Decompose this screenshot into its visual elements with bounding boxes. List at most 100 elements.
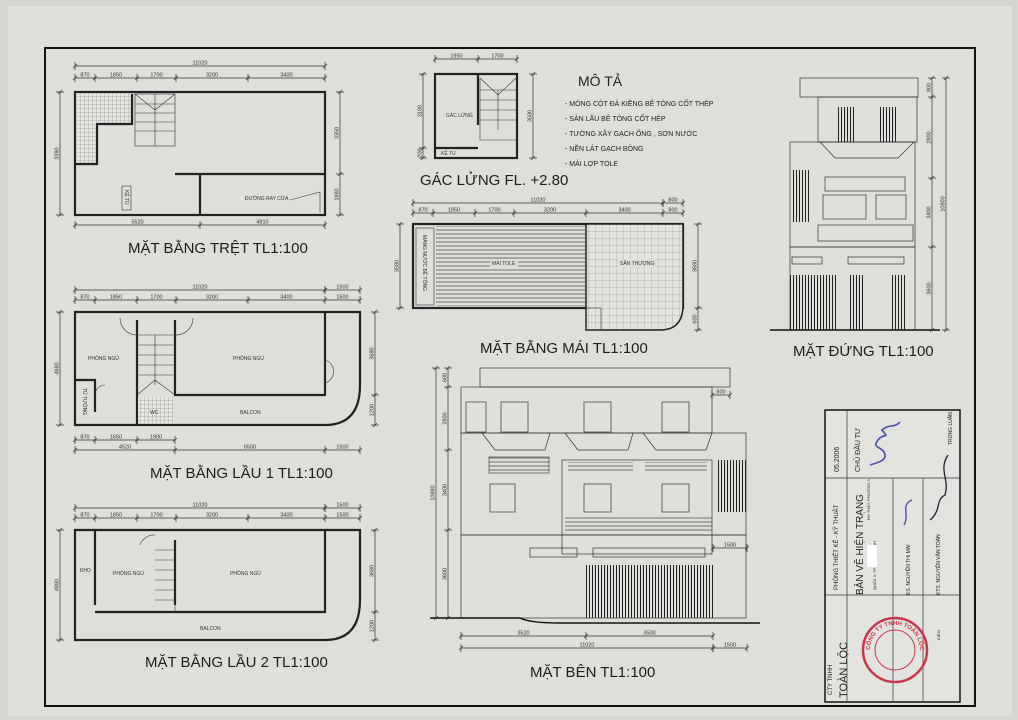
owner-label: CHỦ ĐẦU TƯ [852, 428, 862, 472]
dimension-tick [357, 446, 363, 454]
designer-name: KS. NGUYỄN THỊ MAI [905, 545, 912, 595]
dimension-tick [371, 422, 379, 428]
dimension-label: 3680 [370, 565, 376, 577]
dimension-tick [322, 74, 328, 82]
dimension-tick [245, 74, 251, 82]
dimension-tick [72, 296, 78, 304]
dimension-label: 4520 [119, 445, 131, 451]
dimension-label: 3400 [443, 484, 449, 496]
dimension-label: 4880 [55, 579, 61, 591]
dimension-tick [432, 365, 440, 371]
dimension-tick [72, 286, 78, 294]
dimension-label: 11020 [531, 198, 546, 204]
dimension-label: 800 [716, 390, 725, 396]
dimension-tick [583, 209, 589, 217]
dimension-tick [322, 62, 328, 70]
dimension-label: 3400 [927, 206, 933, 218]
ground-plan-title: MẶT BẰNG TRỆT TL1:100 [128, 239, 308, 257]
dimension-label: 3400 [280, 295, 292, 301]
dimension-tick [475, 55, 481, 63]
dimension-tick [72, 436, 78, 444]
dimension-label: 4910 [256, 220, 268, 226]
dimension-label: 3200 [206, 513, 218, 519]
tole-roof-label: MÁI TOLE [492, 260, 516, 267]
dimension-tick [583, 632, 589, 640]
dimension-tick [694, 221, 702, 227]
dimension-label: 600 [443, 373, 449, 382]
dimension-tick [134, 296, 140, 304]
dimension-label: 3580 [395, 260, 401, 272]
dimension-tick [72, 221, 78, 229]
dimension-tick [357, 296, 363, 304]
company-name: TOÀN LỘC [837, 642, 850, 698]
dimension-label: 870 [80, 73, 89, 79]
drawing-date: 05.2006 [834, 447, 841, 472]
water-tank-label: MÁNG NƯỚC BÊ TÔNG [421, 235, 429, 291]
description-item: - SÀN LẦU BÊ TÔNG CỐT HÉP [565, 113, 666, 123]
dimension-tick [173, 296, 179, 304]
dimension-tick [744, 644, 750, 652]
dimension-tick [419, 145, 427, 151]
room-label: BALCON [200, 626, 221, 632]
dimension-tick [680, 209, 686, 217]
dimension-label: 800 [668, 208, 677, 214]
company-prefix: CTY TNHH [828, 665, 834, 695]
dimension-tick [173, 74, 179, 82]
dimension-tick [92, 514, 98, 522]
sheet-border [44, 47, 976, 707]
dimension-label: 1500 [336, 513, 348, 519]
dimension-tick [322, 504, 328, 512]
dimension-label: 10880 [431, 485, 437, 500]
dimension-tick [72, 514, 78, 522]
dimension-tick [371, 637, 379, 643]
dimension-tick [680, 199, 686, 207]
redaction-box [867, 545, 877, 567]
dimension-tick [134, 74, 140, 82]
room-label: PHÒNG NGỦ [233, 355, 264, 362]
dimension-label: 11020 [193, 285, 208, 291]
dimension-label: 1200 [370, 404, 376, 416]
description-block: MÔ TẢ - MÓNG CỘT ĐÀ KIỀNG BÊ TÔNG CỐT TH… [565, 73, 714, 168]
dimension-label: 1650 [110, 435, 122, 441]
roof-plan-title: MẶT BẰNG MÁI TL1:100 [480, 339, 648, 357]
dimension-label: 3400 [280, 73, 292, 79]
dimension-tick [56, 212, 64, 218]
dimension-label: 11020 [580, 643, 595, 649]
dimension-tick [56, 422, 64, 428]
door-rail-label: ĐƯỜNG RAY CỬA [245, 195, 289, 202]
dimension-tick [72, 62, 78, 70]
dimension-label: 1500 [336, 445, 348, 451]
dimension-label: 1700 [150, 295, 162, 301]
dimension-label: 3500 [643, 631, 655, 637]
dimension-tick [396, 221, 404, 227]
dimension-label: 870 [80, 295, 89, 301]
dimension-label: 3200 [206, 295, 218, 301]
dimension-tick [419, 155, 427, 161]
dimension-tick [92, 296, 98, 304]
dimension-label: 1500 [336, 503, 348, 509]
dimension-tick [56, 527, 64, 533]
room-label: KHO [80, 568, 91, 574]
dimension-label: 1500 [724, 643, 736, 649]
checker-name: KTS. NGUYỄN VĂN TOÀN [935, 534, 942, 595]
dimension-label: 870 [418, 208, 427, 214]
dimension-label: 1500 [724, 543, 736, 549]
dimension-tick [322, 514, 328, 522]
dimension-tick [396, 305, 404, 311]
dimension-tick [430, 209, 436, 217]
dimension-tick [410, 199, 416, 207]
dimension-label: 1500 [336, 285, 348, 291]
description-item: - MÁI LỢP TOLE [565, 159, 618, 168]
dimension-tick [336, 212, 344, 218]
dimension-label: 4880 [55, 362, 61, 374]
dimension-label: 3400 [618, 208, 630, 214]
dimension-tick [245, 514, 251, 522]
dimension-tick [419, 71, 427, 77]
owner-name: TRỌNG LUÂN [947, 412, 954, 445]
dimension-tick [371, 527, 379, 533]
dimension-tick [371, 309, 379, 315]
